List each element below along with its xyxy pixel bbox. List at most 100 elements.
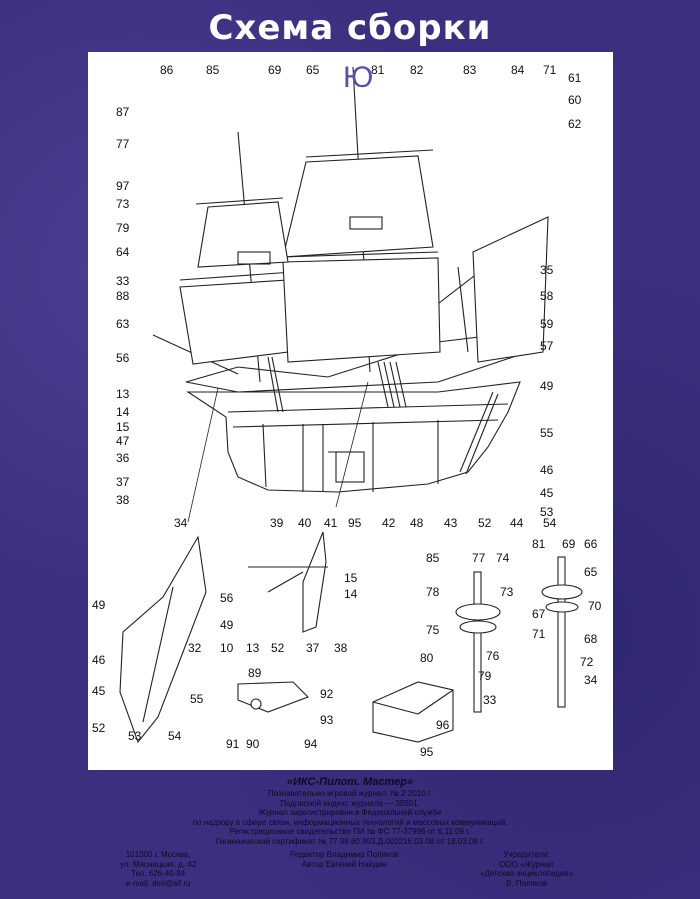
part-number-label: 44 <box>510 516 524 530</box>
part-number-label: 52 <box>92 721 106 735</box>
part-number-label: 73 <box>116 197 130 211</box>
ship-drawing <box>152 66 549 523</box>
part-number-label: 14 <box>344 587 358 601</box>
part-number-label: 90 <box>246 737 260 751</box>
address-line: 101000 г. Москва, <box>125 850 191 859</box>
part-number-label: 79 <box>478 669 492 683</box>
part-number-label: 42 <box>382 516 396 530</box>
part-number-label: 74 <box>496 551 510 565</box>
part-number-label: 59 <box>540 317 554 331</box>
part-number-label: 87 <box>116 105 130 119</box>
part-number-label: 72 <box>580 655 594 669</box>
part-number-label: 52 <box>271 641 285 655</box>
imprint-line: Регистрационное свидетельство ПИ № ФС 77… <box>229 827 471 837</box>
part-number-label: 82 <box>410 63 424 77</box>
page-title: Схема сборки <box>208 8 492 48</box>
part-number-label: 83 <box>463 63 477 77</box>
part-number-label: 52 <box>478 516 492 530</box>
part-number-label: 79 <box>116 221 130 235</box>
founder-line: «Детская энциклопедия» <box>480 869 574 879</box>
part-number-label: 66 <box>584 537 598 551</box>
part-number-label: 73 <box>500 585 514 599</box>
part-number-label: 56 <box>116 351 130 365</box>
imprint-line: Журнал зарегистрирован в Федеральной слу… <box>258 808 442 818</box>
part-number-label: 65 <box>584 565 598 579</box>
part-number-label: 63 <box>116 317 130 331</box>
part-number-label: 96 <box>436 718 450 732</box>
editor-line: Автор Евгений Найдин <box>301 859 387 869</box>
part-number-label: 56 <box>220 591 234 605</box>
part-number-label: 91 <box>226 737 240 751</box>
part-number-label: 62 <box>568 117 582 131</box>
part-number-label: 47 <box>116 434 130 448</box>
part-number-label: 85 <box>206 63 220 77</box>
part-number-label: 77 <box>472 551 486 565</box>
part-number-label: 10 <box>220 641 234 655</box>
part-number-label: 38 <box>116 493 130 507</box>
part-number-label: 57 <box>540 339 554 353</box>
part-number-label: 55 <box>190 692 204 706</box>
part-number-label: 95 <box>348 516 362 530</box>
imprint-line: Познавательно-игровой журнал. № 2 2010 г… <box>267 789 433 798</box>
editor-line: Редактор Владимир Поляков <box>290 850 399 859</box>
part-number-label: 81 <box>371 63 385 77</box>
part-number-label: 49 <box>220 618 234 632</box>
part-number-label: 94 <box>304 737 318 751</box>
part-number-label: 13 <box>116 387 130 401</box>
part-number-label: 70 <box>588 599 602 613</box>
imprint-line: по надзору в сфере связи, информационных… <box>192 817 508 827</box>
editors-block: Редактор Владимир Поляков Автор Евгений … <box>290 850 398 869</box>
address-line: e-mail: deti@sif.ru <box>125 878 191 888</box>
part-number-label: 97 <box>116 179 130 193</box>
founder-line: Учредители: <box>503 850 550 859</box>
part-number-label: 64 <box>116 245 130 259</box>
part-number-label: 32 <box>188 641 202 655</box>
address-line: Тел. 626-40-84 <box>131 869 186 879</box>
part-number-label: 69 <box>268 63 282 77</box>
handwritten-mark: Ю <box>343 61 373 94</box>
part-number-label: 92 <box>320 687 334 701</box>
part-number-label: 43 <box>444 516 458 530</box>
part-number-label: 93 <box>320 713 334 727</box>
part-number-label: 61 <box>568 71 582 85</box>
part-number-label: 38 <box>334 641 348 655</box>
mast-top-2-drawing <box>541 556 583 708</box>
stern-detail-drawing <box>248 531 328 633</box>
part-number-label: 54 <box>543 516 557 530</box>
part-number-label: 58 <box>540 289 554 303</box>
part-number-label: 34 <box>174 516 188 530</box>
anchor-drawing <box>237 681 309 713</box>
imprint-line: Гигиенический сертификат № 77.99.60.953.… <box>215 836 485 846</box>
rudder-drawing <box>119 535 207 744</box>
part-number-label: 71 <box>532 627 546 641</box>
founder-block: Учредители: ООО «Журнал «Детская энцикло… <box>480 850 573 888</box>
part-number-label: 67 <box>532 607 546 621</box>
part-number-label: 15 <box>344 571 358 585</box>
part-number-label: 41 <box>324 516 338 530</box>
part-number-label: 54 <box>168 729 182 743</box>
part-number-label: 75 <box>426 623 440 637</box>
part-number-label: 15 <box>116 420 130 434</box>
part-number-label: 81 <box>532 537 546 551</box>
part-number-label: 46 <box>92 653 106 667</box>
part-number-label: 78 <box>426 585 440 599</box>
part-number-label: 53 <box>540 505 554 519</box>
part-number-label: 36 <box>116 451 130 465</box>
part-number-label: 13 <box>246 641 260 655</box>
part-number-label: 77 <box>116 137 130 151</box>
part-number-label: 49 <box>540 379 554 393</box>
part-number-label: 48 <box>410 516 424 530</box>
founder-line: В. Поляков <box>506 878 548 888</box>
imprint-heading: «ИКС-Пилот. Мастер» <box>286 776 414 788</box>
part-number-label: 55 <box>540 426 554 440</box>
part-number-label: 85 <box>426 551 440 565</box>
imprint-lines: Познавательно-игровой журнал. № 2 2010 г… <box>0 789 700 847</box>
part-number-label: 49 <box>92 598 106 612</box>
part-number-label: 53 <box>128 729 142 743</box>
part-number-label: 95 <box>420 745 434 759</box>
part-number-label: 68 <box>584 632 598 646</box>
part-number-label: 45 <box>92 684 106 698</box>
